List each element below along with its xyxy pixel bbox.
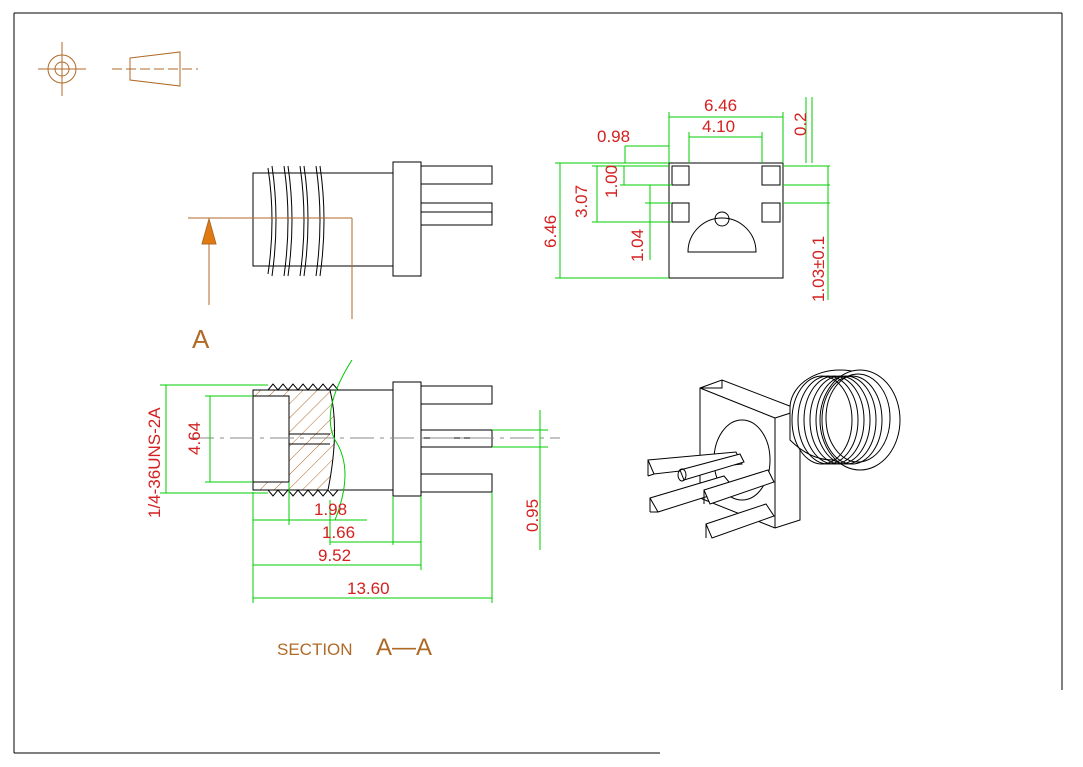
sheet-frame: [13, 12, 1063, 754]
top-view: [555, 97, 830, 300]
dim-len-c: 9.52: [318, 546, 351, 565]
isometric-view: [647, 369, 901, 539]
dim-thread-spec: 1/4-36UNS-2A: [145, 407, 164, 518]
section-dimension-lines: [160, 384, 548, 603]
side-view: [188, 161, 493, 319]
dim-top-right-small: 0.2: [791, 112, 810, 136]
section-marker: A: [192, 324, 210, 354]
dim-side-pad: 1.00: [602, 165, 621, 198]
dim-top-offset: 0.98: [597, 127, 630, 146]
dim-len-total: 13.60: [347, 579, 390, 598]
top-view-dimension-lines: [555, 97, 830, 300]
thread-coils: [267, 165, 325, 277]
dim-side-lower: 1.04: [628, 229, 647, 262]
dim-side-height-outer: 6.46: [541, 215, 560, 248]
dim-right-pad: 1.03±0.1: [809, 236, 828, 302]
dim-pin-offset: 0.95: [523, 499, 542, 532]
section-arrow-icon: [201, 217, 217, 245]
section-word: SECTION: [277, 640, 353, 659]
dim-side-pitch: 3.07: [572, 185, 591, 218]
dim-len-a: 1.98: [314, 500, 347, 519]
dim-top-width-outer: 6.46: [704, 96, 737, 115]
dim-bore-diameter: 4.64: [185, 422, 204, 455]
dim-top-width-inner: 4.10: [702, 117, 735, 136]
section-name: A—A: [376, 634, 432, 661]
dim-len-b: 1.66: [322, 523, 355, 542]
section-view: [160, 359, 560, 603]
projection-symbol-icon: [38, 42, 198, 96]
